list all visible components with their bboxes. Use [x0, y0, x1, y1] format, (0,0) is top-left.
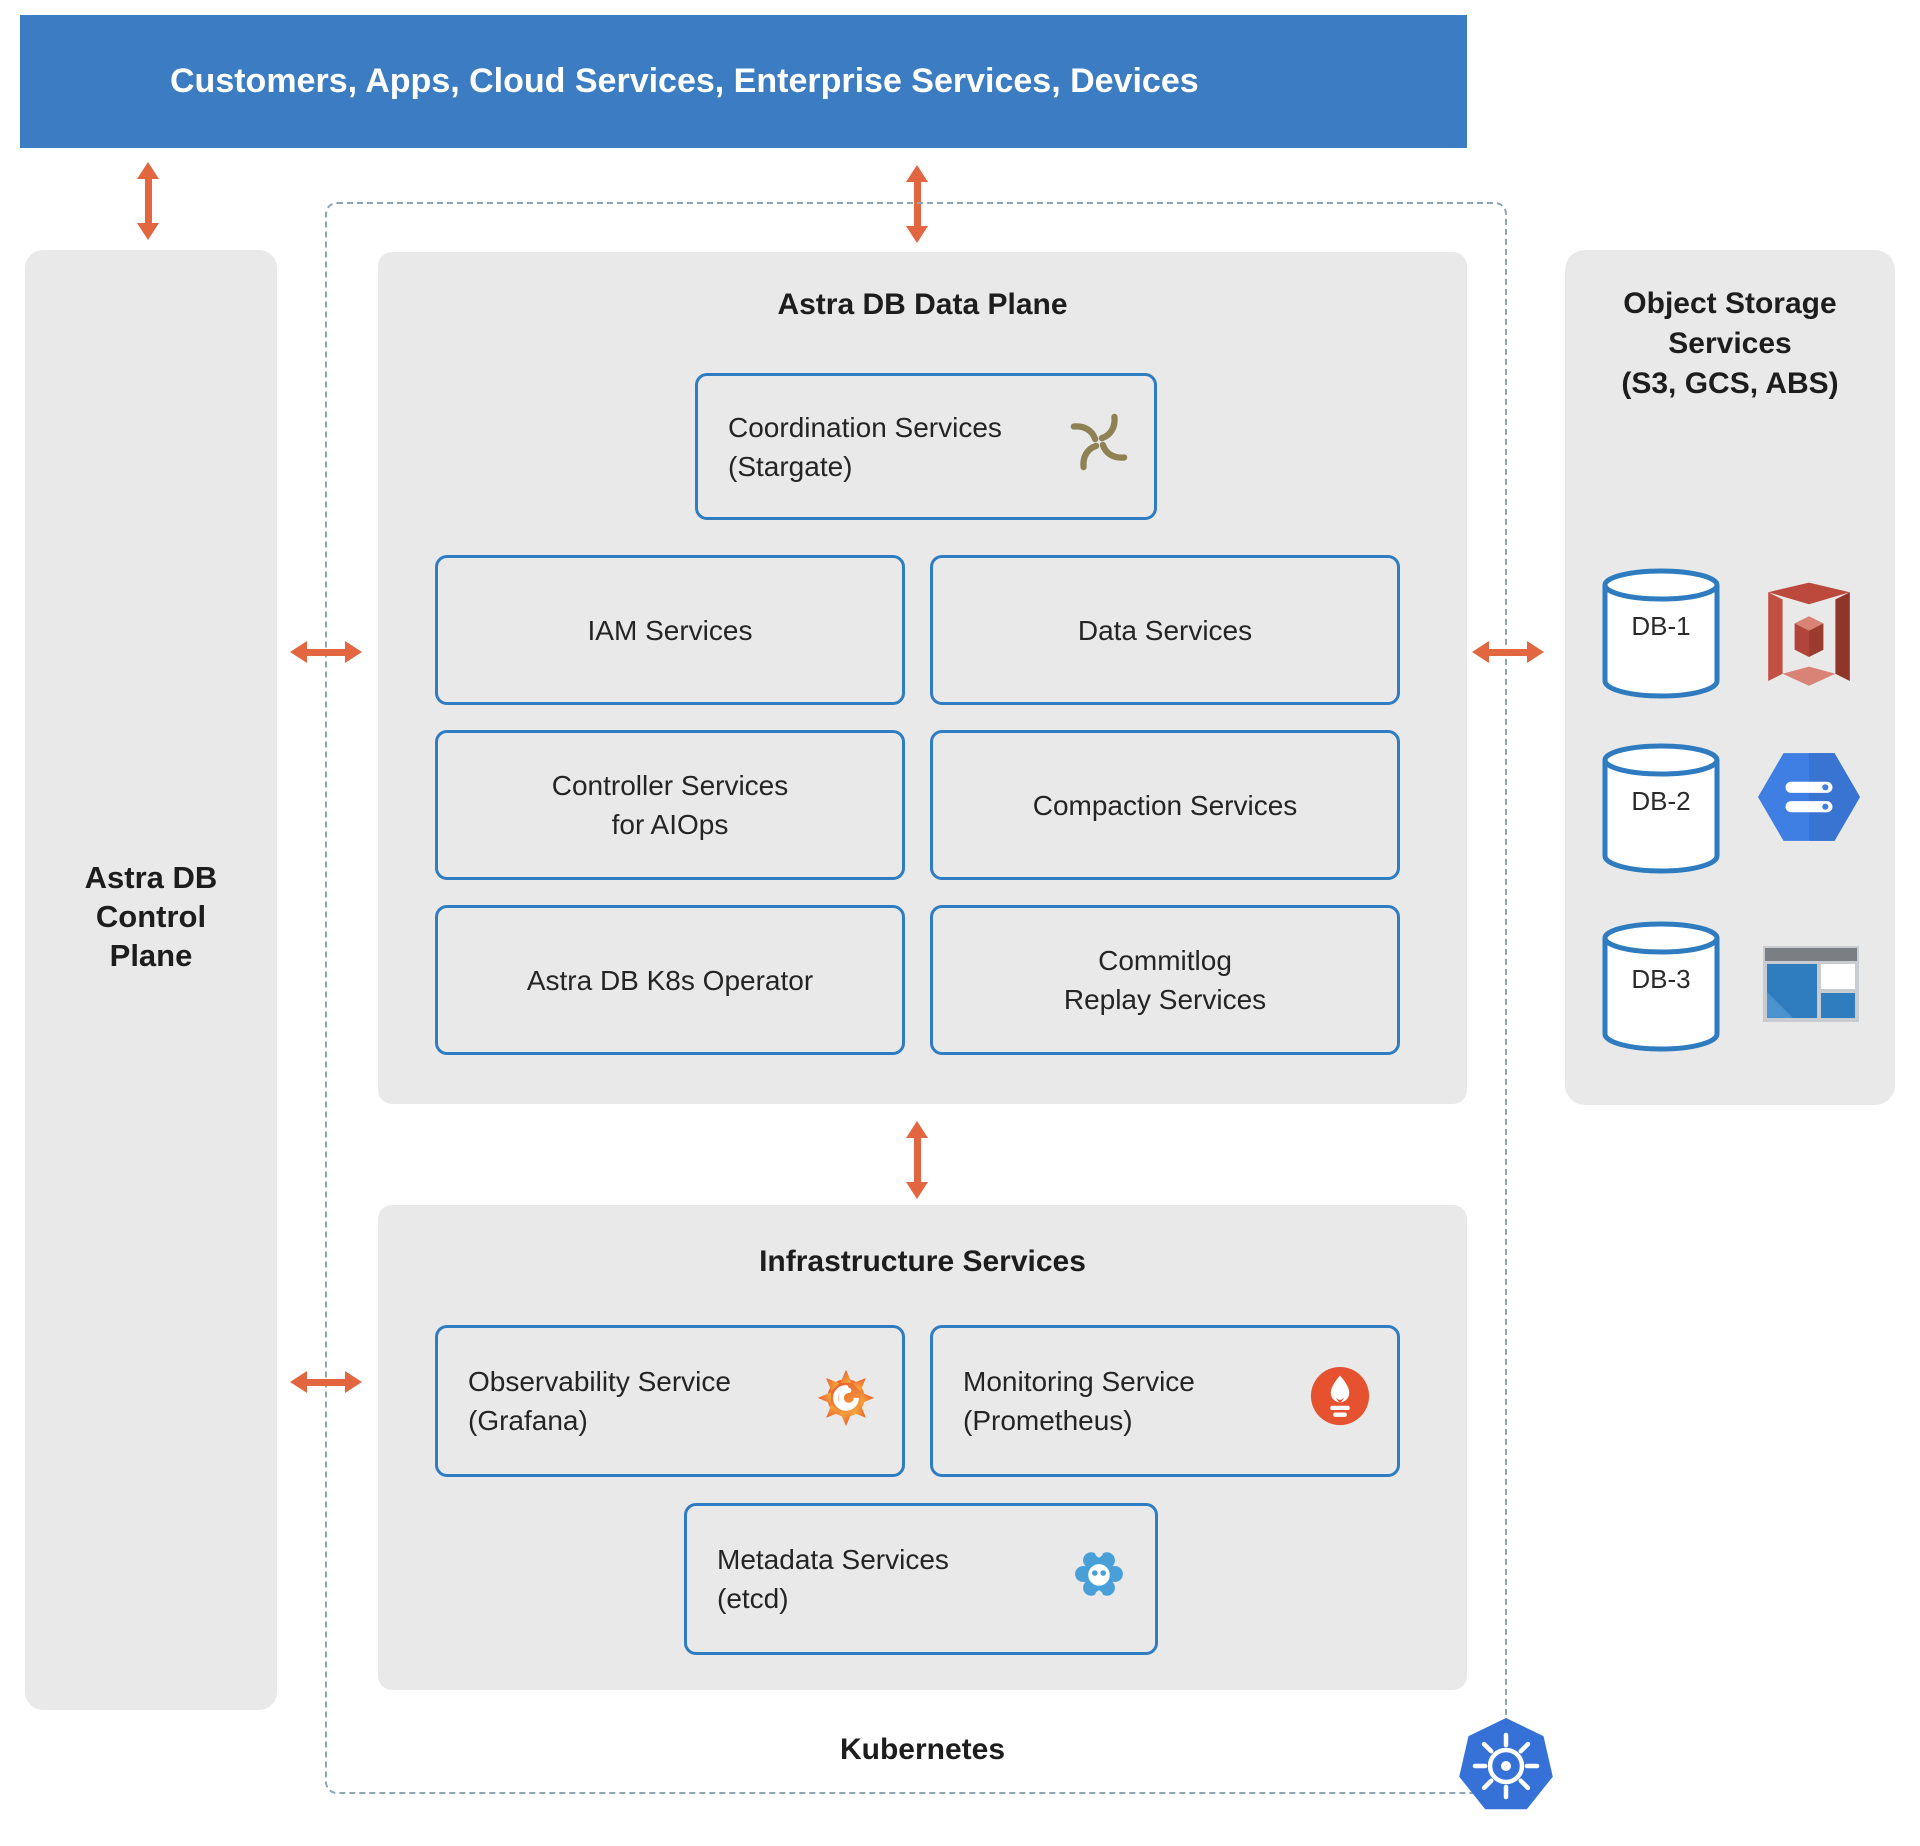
grafana-icon: [816, 1366, 876, 1436]
arrow-control-data-plane: [290, 640, 362, 664]
data-services-box: Data Services: [930, 555, 1400, 705]
commitlog-replay-label: Commitlog Replay Services: [1063, 945, 1267, 1015]
db1-cylinder: DB-1: [1600, 565, 1722, 703]
controller-services-box: Controller Services for AIOps: [435, 730, 905, 880]
arrow-head-right-icon: [1527, 641, 1544, 663]
arrow-head-down-icon: [137, 223, 159, 240]
arrow-head-up-icon: [906, 165, 928, 182]
object-storage-panel: Object Storage Services (S3, GCS, ABS) D…: [1565, 250, 1895, 1105]
controller-services-label: Controller Services for AIOps: [551, 770, 789, 840]
compaction-services-box: Compaction Services: [930, 730, 1400, 880]
metadata-services-box: Metadata Services (etcd): [684, 1503, 1158, 1655]
arrow-banner-data-plane: [905, 165, 929, 243]
etcd-icon: [1069, 1544, 1129, 1614]
observability-service-box: Observability Service (Grafana): [435, 1325, 905, 1477]
kubernetes-icon: [1456, 1714, 1556, 1823]
iam-services-label: IAM Services: [587, 614, 753, 646]
metadata-services-label: Metadata Services (etcd): [717, 1544, 949, 1614]
arrow-head-right-icon: [345, 641, 362, 663]
coordination-services-label: Coordination Services (Stargate): [728, 411, 1002, 482]
arrow-head-left-icon: [290, 1371, 307, 1393]
arrow-data-plane-infrastructure: [905, 1121, 929, 1199]
db3-label: DB-3: [1631, 964, 1691, 994]
object-storage-title: Object Storage Services (S3, GCS, ABS): [1621, 287, 1839, 400]
gcs-icon: [1758, 753, 1860, 846]
prometheus-icon: [1309, 1365, 1371, 1437]
coordination-services-box: Coordination Services (Stargate): [695, 373, 1157, 520]
db1-label: DB-1: [1631, 611, 1691, 641]
azure-blob-storage-icon: [1763, 946, 1859, 1027]
monitoring-service-box: Monitoring Service (Prometheus): [930, 1325, 1400, 1477]
k8s-operator-label: Astra DB K8s Operator: [526, 964, 814, 996]
data-plane-title: Astra DB Data Plane: [777, 288, 1068, 321]
kubernetes-boundary: [325, 202, 1507, 1794]
arrow-head-right-icon: [345, 1371, 362, 1393]
control-plane-title: Astra DB Control Plane: [84, 860, 218, 973]
control-plane-panel: Astra DB Control Plane: [25, 250, 277, 1710]
arrow-head-up-icon: [906, 1121, 928, 1138]
infrastructure-panel: Infrastructure Services Observability Se…: [378, 1205, 1467, 1690]
stargate-icon: [1070, 413, 1128, 481]
compaction-services-label: Compaction Services: [1032, 789, 1298, 821]
monitoring-service-label: Monitoring Service (Prometheus): [963, 1366, 1195, 1436]
db2-label: DB-2: [1631, 786, 1691, 816]
db3-cylinder: DB-3: [1600, 918, 1722, 1056]
db2-cylinder: DB-2: [1600, 740, 1722, 878]
aws-s3-icon: [1761, 577, 1857, 694]
iam-services-box: IAM Services: [435, 555, 905, 705]
arrow-data-plane-object-storage: [1472, 640, 1544, 664]
data-plane-panel: Astra DB Data Plane Coordination Service…: [378, 252, 1467, 1104]
arrow-head-down-icon: [906, 1182, 928, 1199]
arrow-head-down-icon: [906, 226, 928, 243]
clients-banner-label: Customers, Apps, Cloud Services, Enterpr…: [170, 62, 1199, 100]
arrow-head-up-icon: [137, 162, 159, 179]
arrow-head-left-icon: [290, 641, 307, 663]
arrow-control-infrastructure: [290, 1370, 362, 1394]
arrow-head-left-icon: [1472, 641, 1489, 663]
data-services-label: Data Services: [1077, 614, 1253, 646]
infrastructure-title: Infrastructure Services: [759, 1245, 1086, 1278]
commitlog-replay-box: Commitlog Replay Services: [930, 905, 1400, 1055]
kubernetes-caption: Kubernetes: [839, 1733, 1006, 1766]
arrow-banner-control-plane: [136, 162, 160, 240]
clients-banner: Customers, Apps, Cloud Services, Enterpr…: [20, 15, 1467, 148]
observability-service-label: Observability Service (Grafana): [468, 1366, 731, 1436]
k8s-operator-box: Astra DB K8s Operator: [435, 905, 905, 1055]
